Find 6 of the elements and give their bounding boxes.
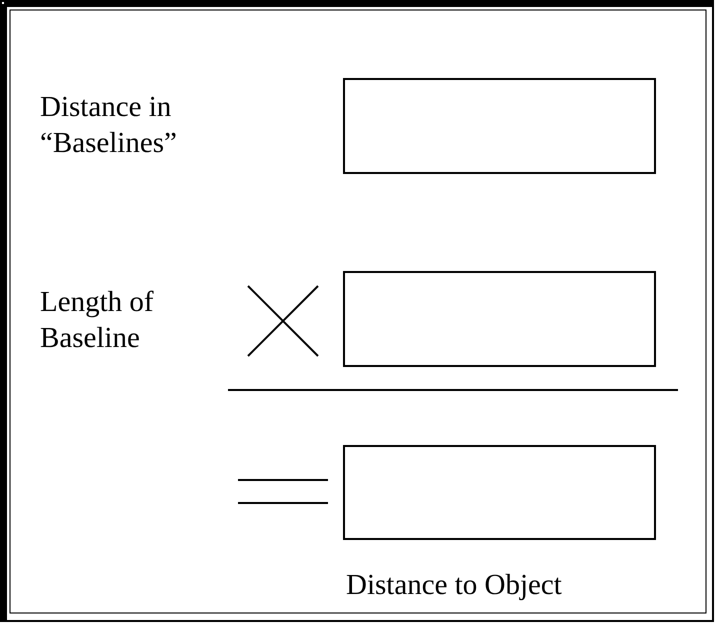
field-label: Distance in “Baselines” bbox=[40, 90, 178, 161]
field-label: Length of Baseline bbox=[40, 285, 155, 356]
answer-box bbox=[343, 445, 656, 540]
field-label: Distance to Object bbox=[346, 568, 563, 603]
answer-box bbox=[343, 271, 656, 367]
answer-box bbox=[343, 78, 656, 174]
